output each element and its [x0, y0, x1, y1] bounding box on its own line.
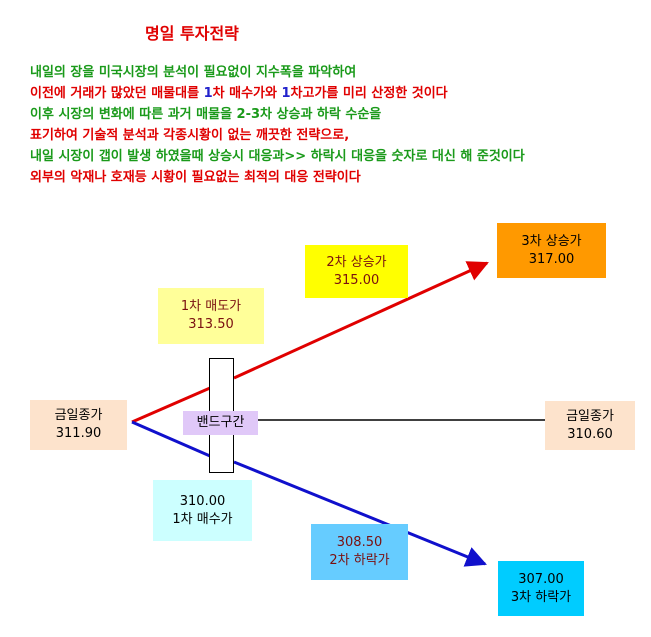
- description-line-4: 표기하여 기술적 분석과 각종시황이 없는 깨끗한 전략으로,: [30, 125, 525, 146]
- first-buy-value: 310.00: [179, 493, 226, 509]
- third-fall-box: 307.00 3차 하락가: [498, 561, 584, 616]
- description-segment: 이전에 거래가 많았던 매물대를: [30, 86, 204, 101]
- description-line-2: 이전에 거래가 많았던 매물대를 1차 매수가와 1차고가를 미리 산정한 것이…: [30, 83, 525, 104]
- third-rise-label: 3차 상승가: [521, 233, 582, 249]
- description-line-3: 이후 시장의 변화에 따른 과거 매물을 2-3차 상승과 하락 수순을: [30, 104, 525, 125]
- today-close-right-box: 금일종가 310.60: [545, 401, 635, 450]
- today-close-left-value: 311.90: [55, 426, 102, 441]
- second-fall-label: 2차 하락가: [329, 553, 390, 568]
- rise-arrow: [233, 261, 489, 380]
- description-line-5: 내일 시장이 갭이 발생 하였을때 상승시 대응과>> 하락시 대응을 숫자로 …: [30, 146, 525, 167]
- description-segment: 차 매수가와: [212, 86, 282, 101]
- description-segment: 이후 시장의 변화에 따른 과거 매물을 2-3차 상승과 하락 수순을: [30, 107, 382, 122]
- third-fall-value: 307.00: [518, 571, 564, 587]
- fall-arrow: [233, 460, 487, 567]
- description-line-1: 내일의 장을 미국시장의 분석이 필요없이 지수폭을 파악하여: [30, 62, 525, 83]
- third-fall-label: 3차 하락가: [510, 589, 572, 605]
- second-rise-value: 315.00: [333, 272, 380, 288]
- description-segment: 내일 시장이 갭이 발생 하였을때 상승시 대응과>> 하락시 대응을 숫자로 …: [30, 149, 525, 164]
- description-segment: 1: [281, 86, 291, 101]
- band-zone-text: 밴드구간: [196, 415, 245, 430]
- fall-arrow-start: [131, 420, 211, 458]
- description-segment: 차고가를 미리 산정한 것이다: [290, 86, 448, 101]
- band-zone-label: 밴드구간: [183, 411, 258, 435]
- first-sell-value: 313.50: [188, 317, 234, 332]
- first-buy-box: 310.00 1차 매수가: [153, 480, 252, 541]
- first-sell-label: 1차 매도가: [180, 299, 242, 314]
- second-rise-box: 2차 상승가 315.00: [305, 245, 408, 298]
- second-rise-label: 2차 상승가: [326, 254, 387, 270]
- first-buy-label: 1차 매수가: [172, 511, 233, 527]
- second-fall-box: 308.50 2차 하락가: [311, 524, 408, 580]
- description-segment: 1: [203, 86, 213, 101]
- rise-arrow-start: [131, 386, 211, 424]
- first-sell-box: 1차 매도가 313.50: [158, 288, 264, 344]
- today-close-right-value: 310.60: [567, 426, 613, 442]
- today-close-right-label: 금일종가: [566, 408, 614, 424]
- description-segment: 외부의 악재나 호재등 시황이 필요없는 최적의 대응 전략이다: [30, 170, 361, 185]
- today-close-left-box: 금일종가 311.90: [30, 400, 127, 450]
- today-close-left-label: 금일종가: [54, 408, 103, 423]
- third-rise-value: 317.00: [528, 251, 575, 267]
- strategy-description: 내일의 장을 미국시장의 분석이 필요없이 지수폭을 파악하여 이전에 거래가 …: [30, 62, 525, 188]
- description-segment: 내일의 장을 미국시장의 분석이 필요없이 지수폭을 파악하여: [30, 65, 357, 80]
- third-rise-box: 3차 상승가 317.00: [497, 223, 606, 278]
- second-fall-value: 308.50: [336, 535, 383, 550]
- description-line-6: 외부의 악재나 호재등 시황이 필요없는 최적의 대응 전략이다: [30, 167, 525, 188]
- page-title: 명일 투자전략: [145, 24, 239, 43]
- description-segment: 표기하여 기술적 분석과 각종시황이 없는 깨끗한 전략으로,: [30, 128, 350, 143]
